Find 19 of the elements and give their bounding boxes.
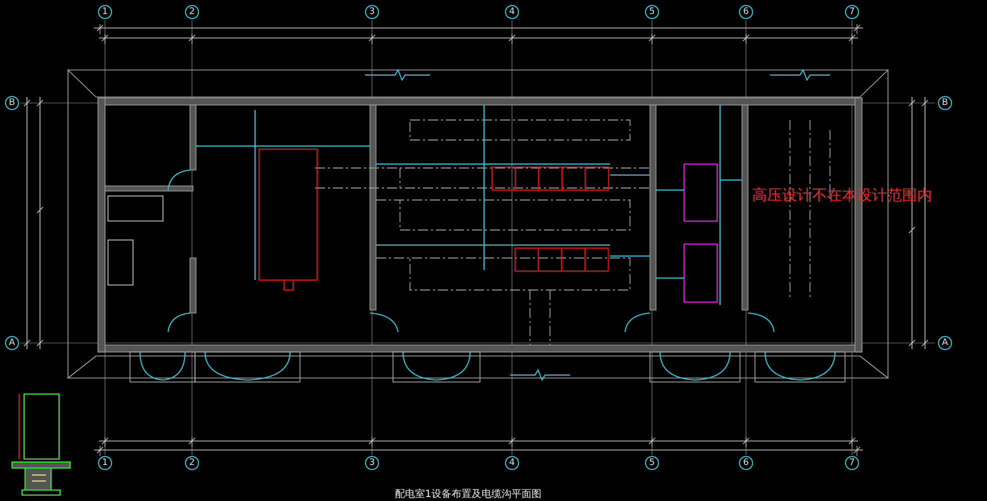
axis-bubble: A (5, 336, 19, 350)
axis-bubble: 5 (645, 456, 659, 470)
axis-bubble: 5 (645, 5, 659, 19)
axis-bubble: 6 (739, 456, 753, 470)
axis-bubble: 1 (98, 456, 112, 470)
axis-bubble: 2 (185, 5, 199, 19)
axis-bubble: B (5, 96, 19, 110)
axis-bubble: 7 (845, 5, 859, 19)
axis-bubble: 4 (505, 456, 519, 470)
axis-bubble: 3 (365, 456, 379, 470)
drawing-title: 配电室1设备布置及电缆沟平面图 (395, 488, 542, 501)
axis-bubble: 1 (98, 5, 112, 19)
axis-bubble: 2 (185, 456, 199, 470)
axis-bubble: A (938, 336, 952, 350)
axis-bubble: 4 (505, 5, 519, 19)
axis-bubble: 6 (739, 5, 753, 19)
axis-bubble: B (938, 96, 952, 110)
axis-bubble: 7 (845, 456, 859, 470)
axis-bubble: 3 (365, 5, 379, 19)
